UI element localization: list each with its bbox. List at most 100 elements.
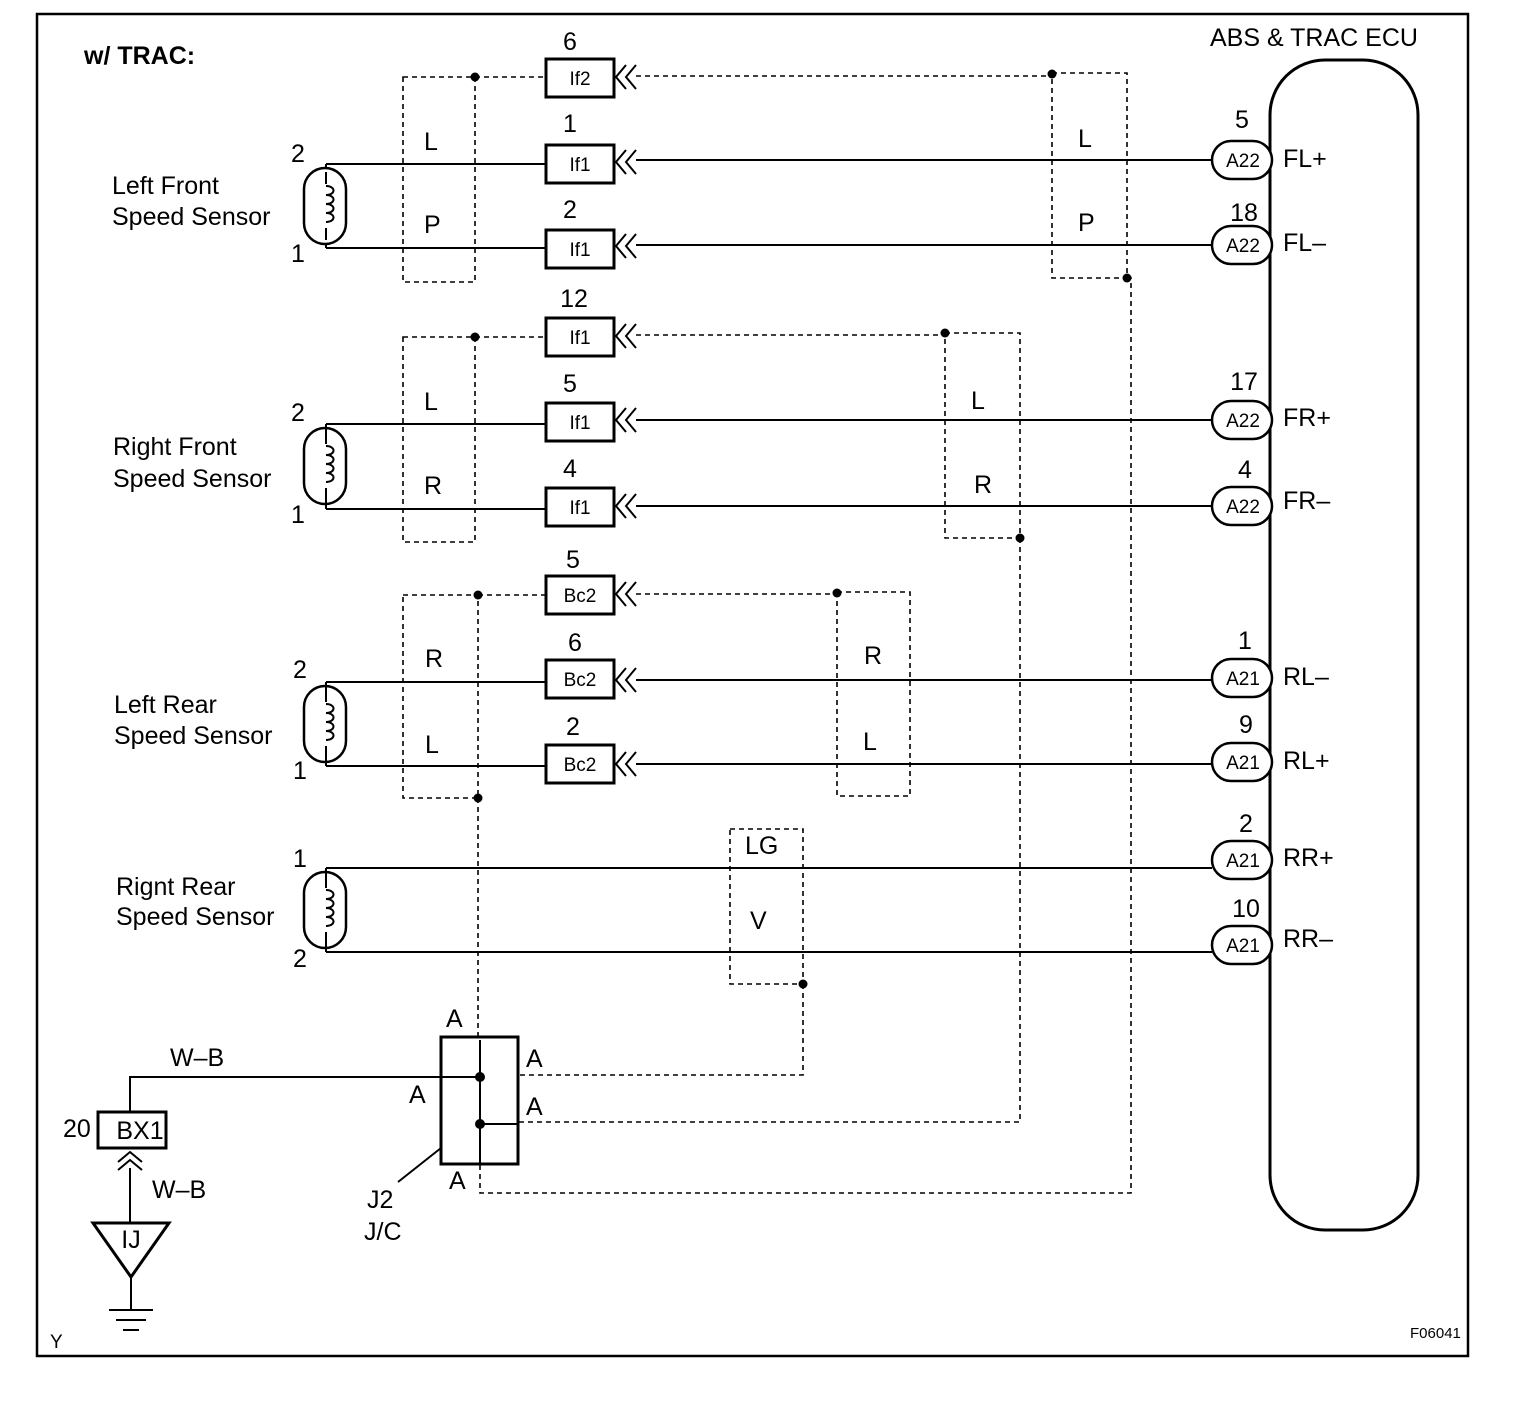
connector-pin: 5: [566, 546, 580, 574]
inline-connectors: If2 6 If1 1 If1 2 If1 12 If1 5: [544, 28, 637, 785]
shield-lr-left: [402, 594, 479, 799]
figure-code: F06041: [1410, 1325, 1461, 1342]
connector-chevron-icon: [614, 323, 637, 349]
terminal-connector: A22: [1226, 497, 1260, 518]
wire-color: L: [425, 731, 439, 759]
shield-lr-right: [836, 591, 911, 797]
shield-lf-left: [402, 76, 476, 283]
connector-code: If2: [569, 69, 590, 90]
connector-pin: 6: [563, 28, 577, 56]
terminal-pill: [1210, 399, 1274, 441]
junction-pin-label: A: [526, 1093, 543, 1121]
splice-dot: [473, 793, 483, 803]
connector-code: Bc2: [564, 670, 597, 691]
wire-color-wb-bottom: W–B: [152, 1176, 206, 1204]
splice-dot: [470, 72, 480, 82]
splice-dot: [1122, 273, 1132, 283]
terminal-signal: RR–: [1283, 925, 1333, 953]
terminal-pill: [1210, 139, 1274, 181]
junction-pin-label: A: [409, 1081, 426, 1109]
shield-rr: [729, 828, 804, 985]
terminal-connector: A21: [1226, 669, 1260, 690]
sensor-name-line1: Left Rear: [114, 691, 217, 719]
connector-chevron-icon: [614, 407, 637, 433]
connector-code: If1: [569, 498, 590, 519]
sensor-name-line1: Right Front: [113, 433, 237, 461]
connector-code: If1: [569, 155, 590, 176]
corner-mark: Y: [50, 1332, 63, 1353]
terminal-pill: [1210, 485, 1274, 527]
terminal-connector: A22: [1226, 151, 1260, 172]
wire-color: L: [971, 387, 985, 415]
splice-dot: [940, 328, 950, 338]
shield-rf-right: [944, 332, 1021, 539]
connector-code: If1: [569, 240, 590, 261]
connector-box: [544, 658, 616, 700]
variant-label: w/ TRAC:: [83, 42, 195, 70]
terminal-pin: 1: [1238, 627, 1252, 655]
sensor-name-line2: Speed Sensor: [112, 203, 270, 231]
connector-pin: 2: [566, 713, 580, 741]
wire-color: P: [1078, 209, 1095, 237]
wire-color: L: [863, 728, 877, 756]
shield-rr-drain-ground: [518, 984, 804, 1076]
sensor-right-rear: Rignt Rear Speed Sensor 1 2: [116, 845, 348, 973]
junction-dots: [470, 69, 1132, 1129]
ground-icon: [109, 1309, 153, 1331]
sensor-pin-bottom: 1: [291, 240, 305, 268]
wire-color: LG: [745, 832, 778, 860]
connector-box: [544, 316, 616, 358]
sensor-name-line2: Speed Sensor: [113, 465, 271, 493]
diagram-frame: [35, 12, 1470, 1358]
splice-dot: [473, 590, 483, 600]
connector-code: BX1: [116, 1117, 163, 1145]
shield-rf-drain-ground: [518, 538, 1021, 1123]
coil-icon: [325, 889, 335, 927]
connector-chevron-icon: [614, 581, 637, 607]
shield-lines: [402, 72, 1132, 1194]
splice-dot: [798, 979, 808, 989]
connector-box: [544, 574, 616, 616]
sensor-pin-top: 1: [293, 845, 307, 873]
connector-pin: 20: [63, 1115, 91, 1143]
connector-chevron-icon: [614, 493, 637, 519]
shield-rf-left: [402, 336, 476, 543]
ecu-title: ABS & TRAC ECU: [1210, 24, 1418, 52]
connector-chevron-icon: [614, 233, 637, 259]
connector-code: If1: [569, 413, 590, 434]
terminal-pill: [1210, 224, 1274, 266]
signal-wires: [129, 159, 1212, 1223]
ground-circuit: W–B BX1 20 W–B IJ: [63, 1044, 224, 1331]
terminal-connector: A21: [1226, 753, 1260, 774]
sensor-name-line1: Left Front: [112, 172, 219, 200]
speed-sensors: Left Front Speed Sensor 2 1 Right Front …: [112, 140, 348, 973]
terminal-pin: 9: [1239, 711, 1253, 739]
junction-type: J/C: [364, 1218, 402, 1246]
junction-pin-label: A: [449, 1167, 466, 1195]
coil-icon: [325, 445, 335, 483]
connector-box: [544, 401, 616, 443]
connector-bc2-6: Bc2 6: [544, 629, 637, 700]
terminal-pin: 4: [1238, 456, 1252, 484]
wire-color: R: [424, 472, 442, 500]
splice-dot: [832, 588, 842, 598]
sensor-pin-top: 2: [293, 656, 307, 684]
coil-icon: [325, 185, 335, 223]
connector-box: [544, 143, 616, 185]
shield-lf-right: [1051, 72, 1128, 279]
wire-color: R: [864, 642, 882, 670]
ecu-terminal-fl-plus: A22 5 FL+: [1210, 106, 1327, 181]
connector-if1-4: If1 4: [544, 455, 637, 528]
wire-wb-top: [129, 1076, 480, 1112]
connector-code: Bc2: [564, 586, 597, 607]
ecu-terminal-fr-plus: A22 17 FR+: [1210, 368, 1331, 441]
terminal-pin: 5: [1235, 106, 1249, 134]
terminal-signal: RL+: [1283, 747, 1330, 775]
terminal-pill: [1210, 741, 1274, 783]
wire-color: L: [424, 128, 438, 156]
connector-chevron-icon: [614, 751, 637, 777]
junction-pin-label: A: [446, 1005, 463, 1033]
terminal-pill: [1210, 924, 1274, 966]
connector-code: If1: [569, 328, 590, 349]
